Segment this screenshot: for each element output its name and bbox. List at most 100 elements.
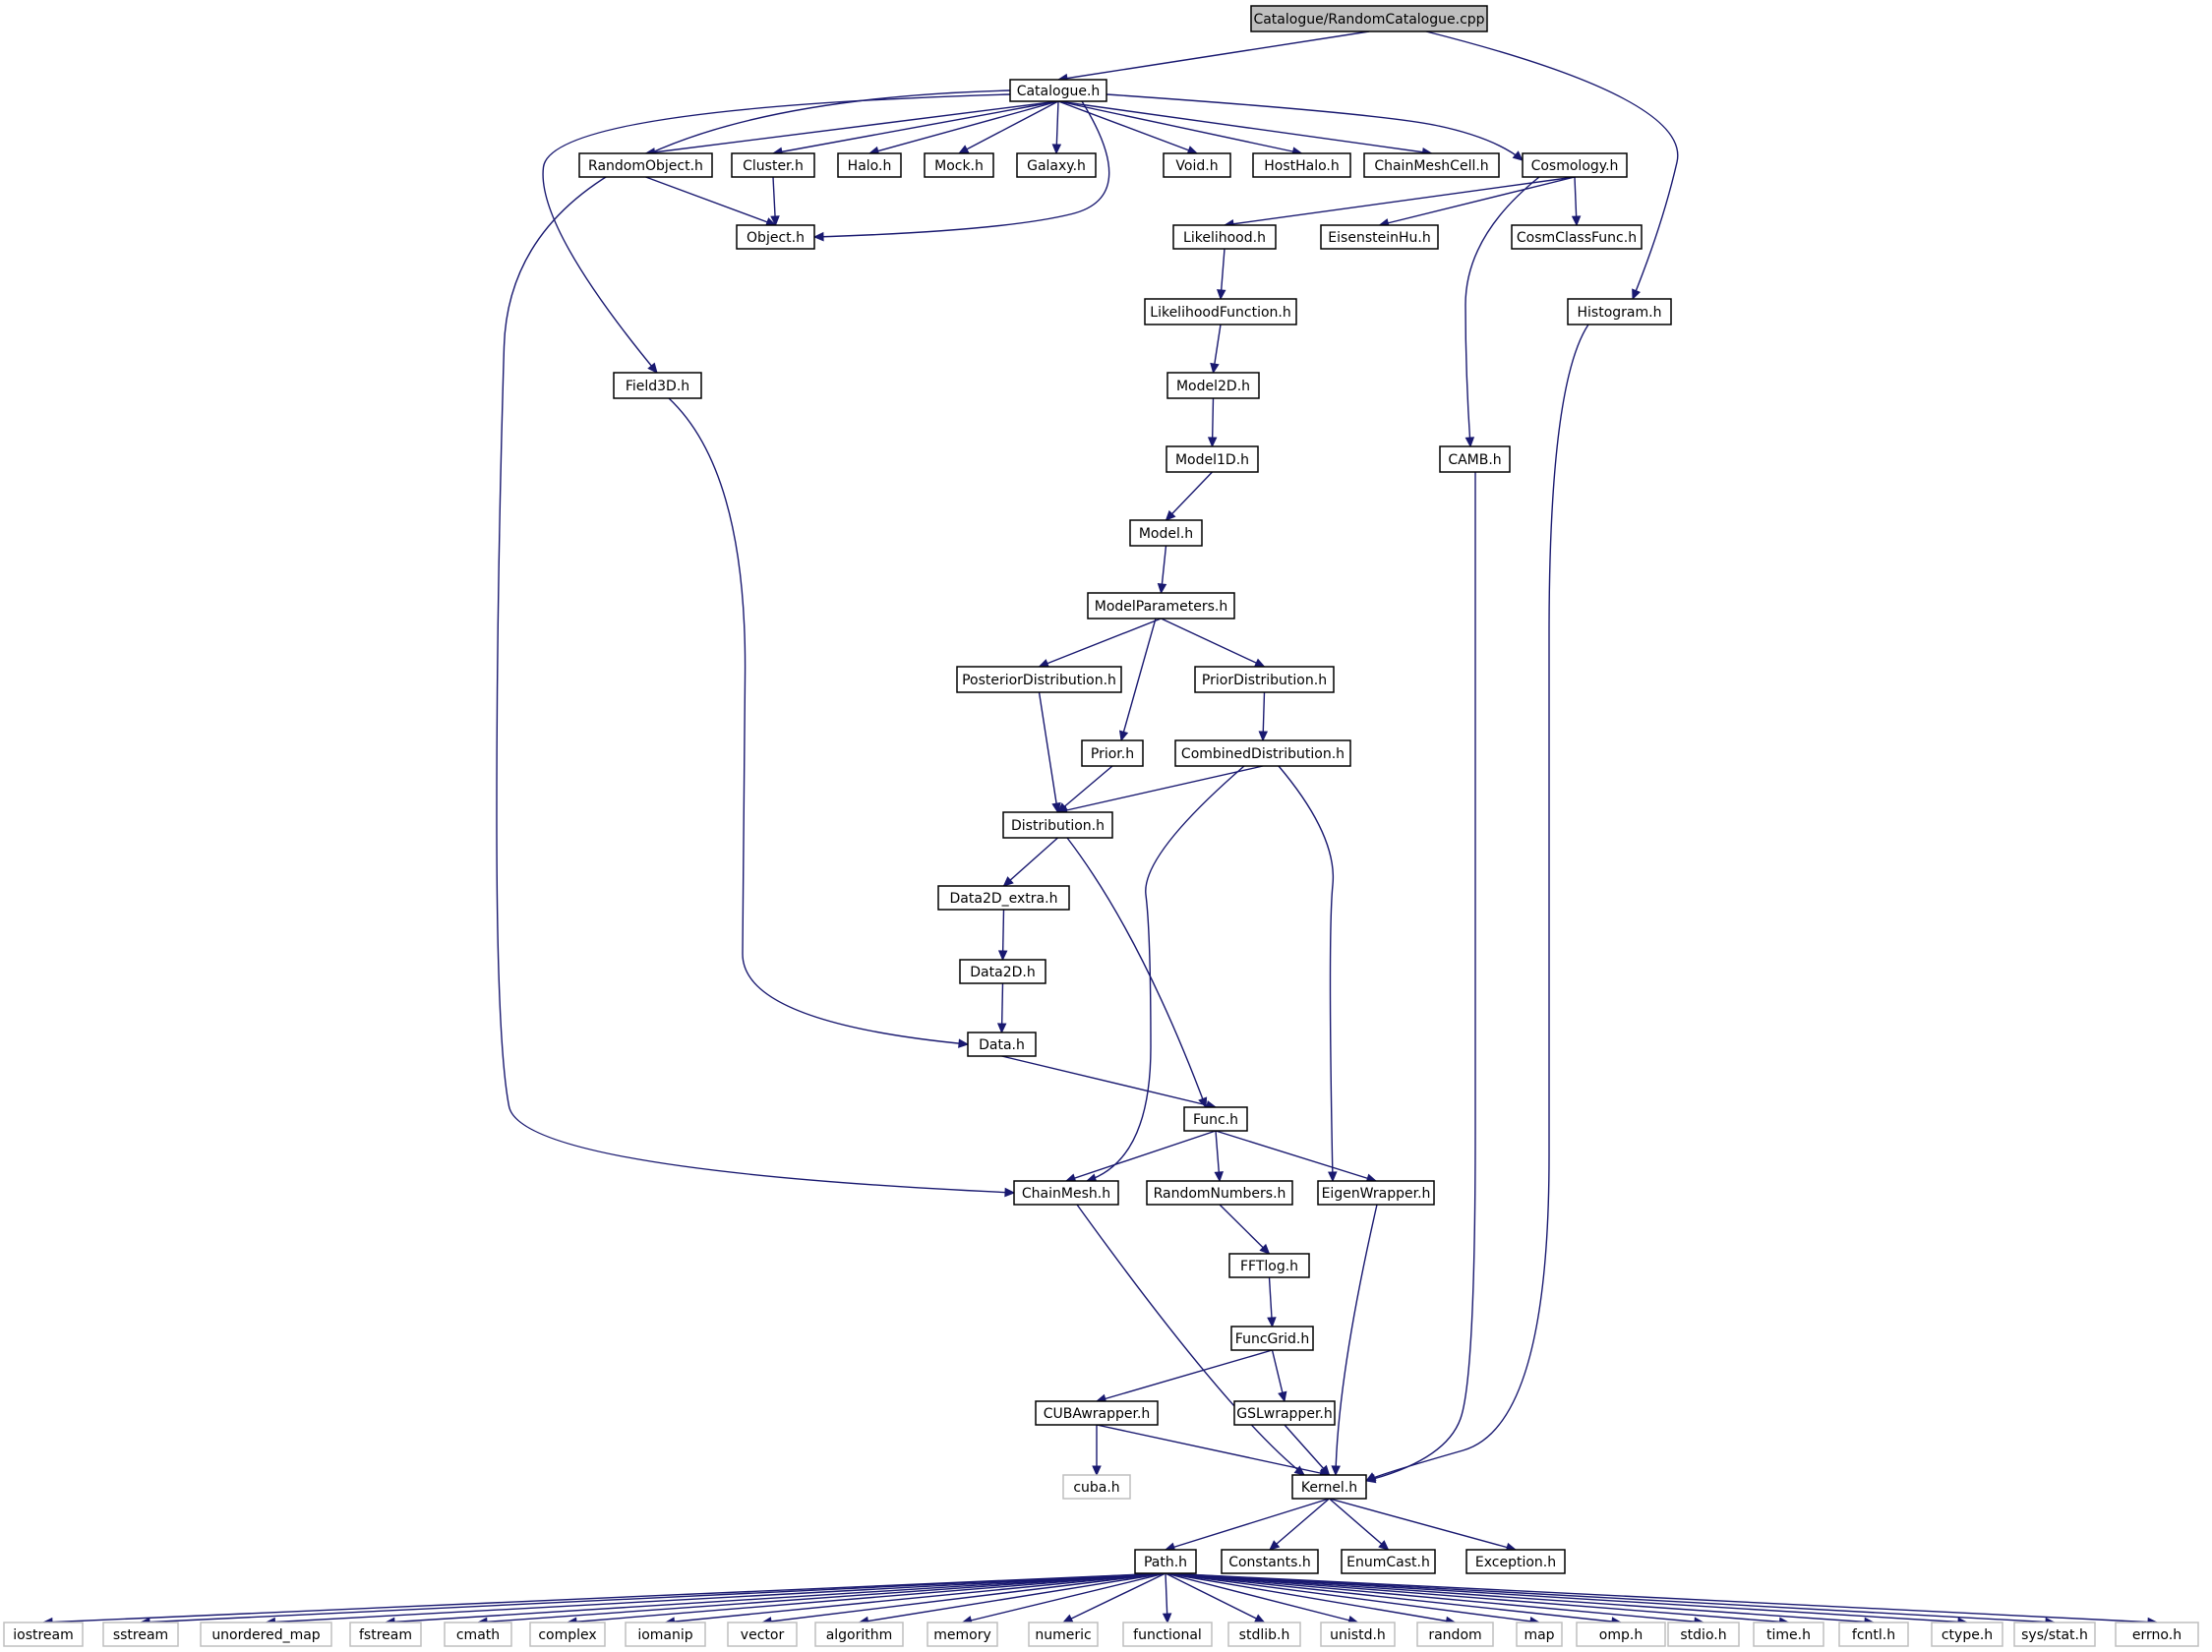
node-posteriordistribution-h[interactable]: PosteriorDistribution.h — [956, 666, 1122, 693]
node-cuba-h[interactable]: cuba.h — [1062, 1474, 1131, 1500]
edge-arrowhead — [1378, 1540, 1390, 1551]
node-label: Model.h — [1139, 526, 1193, 542]
edge-catalogue_h-to-chainmeshcell_h — [1057, 100, 1433, 157]
node-fftlog-h[interactable]: FFTlog.h — [1228, 1253, 1310, 1278]
node-box — [1122, 1622, 1213, 1647]
edge-line — [1065, 1130, 1217, 1182]
node-galaxy-h[interactable]: Galaxy.h — [1016, 152, 1097, 178]
edge-line — [1165, 1572, 1789, 1623]
node-ctype-h[interactable]: ctype.h — [1931, 1622, 2003, 1647]
node-unordered-map[interactable]: unordered_map — [200, 1622, 332, 1647]
node-data-h[interactable]: Data.h — [967, 1032, 1037, 1057]
edge-eigenwrapper_h-to-kernel_h — [1331, 1204, 1378, 1477]
node-sstream[interactable]: sstream — [102, 1622, 179, 1647]
edge-line — [1224, 176, 1576, 226]
node-cmath[interactable]: cmath — [444, 1622, 512, 1647]
node-sys-stat-h[interactable]: sys/stat.h — [2013, 1622, 2096, 1647]
edge-arrowhead — [1278, 1390, 1287, 1403]
node-catalogue-cpp[interactable]: Catalogue/RandomCatalogue.cpp — [1250, 5, 1488, 32]
edge-fftlog_h-to-funcgrid_h — [1267, 1276, 1277, 1328]
node-funcgrid-h[interactable]: FuncGrid.h — [1230, 1326, 1314, 1351]
node-gslwrapper-h[interactable]: GSLwrapper.h — [1233, 1400, 1336, 1426]
edge-arrowhead — [1092, 1465, 1102, 1477]
node-box — [1087, 592, 1235, 620]
node-func-h[interactable]: Func.h — [1183, 1106, 1248, 1132]
node-vector[interactable]: vector — [727, 1622, 798, 1647]
node-path-h[interactable]: Path.h — [1134, 1549, 1197, 1574]
node-combineddistribution-h[interactable]: CombinedDistribution.h — [1174, 739, 1351, 767]
edge-line — [859, 1572, 1166, 1623]
node-exception-h[interactable]: Exception.h — [1465, 1549, 1566, 1574]
edge-line — [668, 397, 969, 1045]
node-randomobject-h[interactable]: RandomObject.h — [578, 152, 713, 178]
node-complex[interactable]: complex — [529, 1622, 606, 1647]
node-void-h[interactable]: Void.h — [1163, 152, 1231, 178]
node-label: EnumCast.h — [1346, 1555, 1430, 1570]
edge-line — [1086, 765, 1245, 1182]
node-catalogue-h[interactable]: Catalogue.h — [1009, 79, 1107, 102]
node-iostream[interactable]: iostream — [3, 1622, 84, 1647]
node-data2d-h[interactable]: Data2D.h — [959, 959, 1046, 984]
node-histogram-h[interactable]: Histogram.h — [1567, 298, 1672, 325]
edge-arrowhead — [997, 950, 1008, 962]
edge-cosmology_h-to-cosmclassfunc_h — [1571, 176, 1582, 227]
node-model1d-h[interactable]: Model1D.h — [1166, 445, 1259, 473]
node-label: Constants.h — [1228, 1555, 1311, 1570]
node-iomanip[interactable]: iomanip — [625, 1622, 706, 1647]
node-time-h[interactable]: time.h — [1753, 1622, 1824, 1647]
node-likelihoodfunction-h[interactable]: LikelihoodFunction.h — [1144, 298, 1297, 325]
node-label: Func.h — [1193, 1112, 1238, 1128]
edge-combineddistribution_h-to-distribution_h — [1056, 765, 1264, 815]
node-functional[interactable]: functional — [1122, 1622, 1213, 1647]
node-chainmeshcell-h[interactable]: ChainMeshCell.h — [1363, 152, 1500, 178]
edge-model2d_h-to-model1d_h — [1207, 397, 1218, 448]
node-memory[interactable]: memory — [927, 1622, 998, 1647]
node-model2d-h[interactable]: Model2D.h — [1166, 372, 1260, 399]
node-object-h[interactable]: Object.h — [736, 224, 815, 250]
node-cubawrapper-h[interactable]: CUBAwrapper.h — [1035, 1400, 1159, 1426]
node-camb-h[interactable]: CAMB.h — [1439, 445, 1511, 473]
node-randomnumbers-h[interactable]: RandomNumbers.h — [1146, 1180, 1293, 1206]
node-hosthalo-h[interactable]: HostHalo.h — [1252, 152, 1351, 178]
node-eigenwrapper-h[interactable]: EigenWrapper.h — [1317, 1180, 1435, 1206]
node-cosmology-h[interactable]: Cosmology.h — [1522, 152, 1628, 178]
node-random[interactable]: random — [1416, 1622, 1494, 1647]
node-kernel-h[interactable]: Kernel.h — [1291, 1474, 1367, 1500]
node-mock-h[interactable]: Mock.h — [924, 152, 994, 178]
node-model-h[interactable]: Model.h — [1129, 519, 1203, 547]
node-field3d-h[interactable]: Field3D.h — [613, 372, 702, 399]
edge-arrowhead — [1364, 1472, 1377, 1482]
node-chainmesh-h[interactable]: ChainMesh.h — [1013, 1180, 1119, 1206]
node-prior-h[interactable]: Prior.h — [1081, 739, 1144, 767]
node-halo-h[interactable]: Halo.h — [837, 152, 902, 178]
node-algorithm[interactable]: algorithm — [814, 1622, 904, 1647]
edge-distribution_h-to-func_h — [1066, 837, 1208, 1109]
edge-path_h-to-functional — [1162, 1572, 1172, 1624]
node-cosmclassfunc-h[interactable]: CosmClassFunc.h — [1511, 224, 1643, 250]
node-box — [1172, 224, 1277, 250]
node-fcntl-h[interactable]: fcntl.h — [1838, 1622, 1909, 1647]
node-unistd-h[interactable]: unistd.h — [1320, 1622, 1396, 1647]
node-stdio-h[interactable]: stdio.h — [1667, 1622, 1740, 1647]
node-enumcast-h[interactable]: EnumCast.h — [1341, 1549, 1436, 1574]
node-cluster-h[interactable]: Cluster.h — [731, 152, 815, 178]
edge-camb_h-to-kernel_h — [1364, 472, 1476, 1484]
node-data2d-extra-h[interactable]: Data2D_extra.h — [937, 885, 1070, 911]
node-priordistribution-h[interactable]: PriorDistribution.h — [1194, 666, 1335, 693]
node-map[interactable]: map — [1516, 1622, 1563, 1647]
edge-field3d_h-to-data_h — [668, 397, 970, 1048]
node-distribution-h[interactable]: Distribution.h — [1002, 811, 1113, 839]
node-fstream[interactable]: fstream — [349, 1622, 422, 1647]
node-eisensteinhu-h[interactable]: EisensteinHu.h — [1320, 224, 1439, 250]
node-stdlib-h[interactable]: stdlib.h — [1227, 1622, 1301, 1647]
node-likelihood-h[interactable]: Likelihood.h — [1172, 224, 1277, 250]
edge-catalogue_h-to-mock_h — [957, 100, 1059, 154]
edge-catalogue_h-to-cosmology_h — [1106, 93, 1524, 161]
node-constants-h[interactable]: Constants.h — [1221, 1549, 1319, 1574]
node-modelparameters-h[interactable]: ModelParameters.h — [1087, 592, 1235, 620]
node-numeric[interactable]: numeric — [1028, 1622, 1099, 1647]
node-omp-h[interactable]: omp.h — [1576, 1622, 1666, 1647]
node-errno-h[interactable]: errno.h — [2115, 1622, 2199, 1647]
node-label: CosmClassFunc.h — [1517, 230, 1637, 246]
